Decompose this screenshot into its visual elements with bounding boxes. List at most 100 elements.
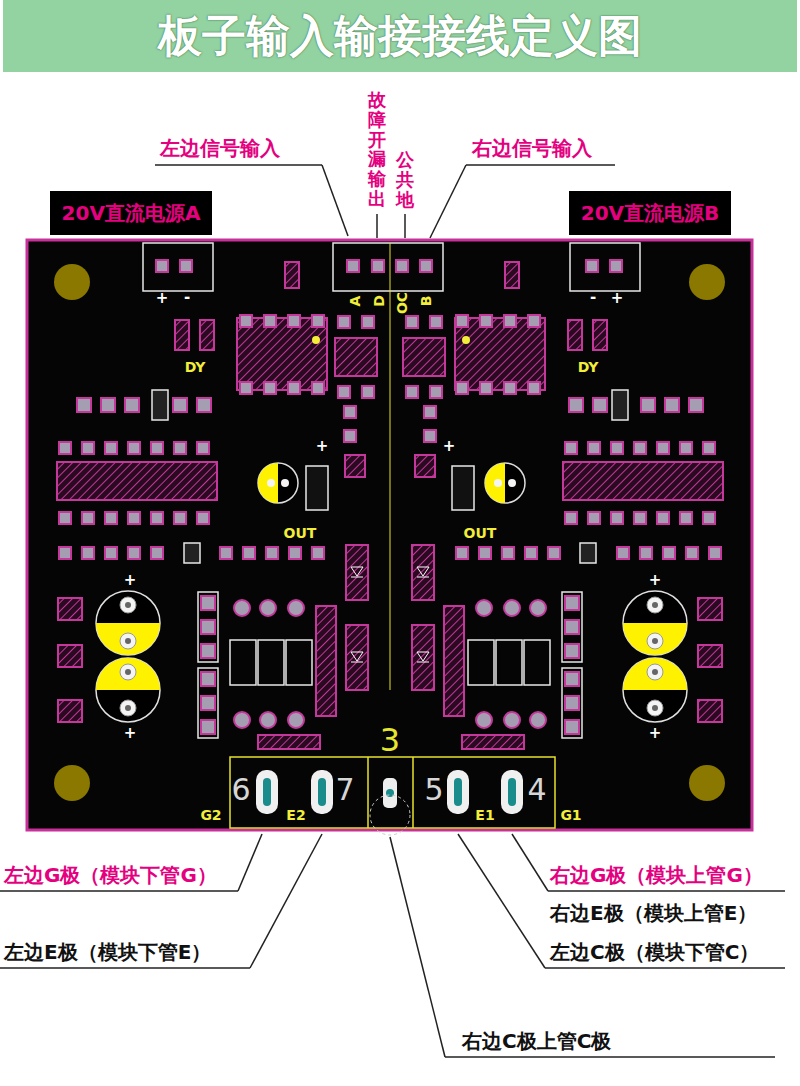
component-outline — [152, 390, 168, 420]
solder-pad — [565, 720, 579, 734]
capacitor-hole — [652, 669, 658, 675]
pcb-board — [27, 240, 752, 830]
diode-symbol — [351, 652, 363, 662]
capacitor-pad — [508, 479, 516, 487]
solder-pad — [424, 430, 436, 442]
round-pad — [530, 600, 546, 616]
pin1-dot — [312, 336, 320, 344]
solder-pad — [156, 260, 168, 272]
component-footprint — [200, 320, 214, 350]
solder-pad — [128, 442, 140, 454]
solder-pad — [641, 398, 655, 412]
solder-pad — [703, 442, 715, 454]
pin-name: E1 — [475, 807, 494, 823]
connector-divider — [412, 757, 414, 828]
solder-pad — [586, 260, 598, 272]
solder-pad — [588, 442, 600, 454]
component-footprint — [593, 320, 607, 350]
solder-pad — [201, 620, 215, 634]
component-outline — [524, 640, 550, 685]
capacitor-outline — [96, 591, 160, 655]
solder-pad — [180, 260, 192, 272]
capacitor-hole — [125, 638, 131, 644]
component-footprint — [346, 625, 368, 690]
capacitor-hole — [652, 638, 658, 644]
leader-underline — [155, 164, 322, 166]
component-outline — [306, 466, 328, 510]
capacitor-hole — [652, 705, 658, 711]
solder-pad — [243, 547, 255, 559]
component-footprint — [415, 455, 435, 477]
solder-pad — [105, 547, 117, 559]
solder-pad — [197, 442, 209, 454]
solder-pad — [424, 406, 436, 418]
solder-pad — [201, 644, 215, 658]
solder-pad — [201, 696, 215, 710]
solder-pad — [266, 547, 278, 559]
component-outline — [184, 543, 200, 563]
component-footprint — [175, 320, 189, 350]
capacitor-pad — [647, 633, 663, 649]
power-label-box: 20V直流电源A — [50, 191, 213, 235]
silkscreen-label: DY — [185, 359, 206, 375]
solder-pad — [312, 547, 324, 559]
callout-text: 左边信号输入 — [160, 137, 280, 160]
solder-pad — [105, 442, 117, 454]
center-divider-line — [390, 243, 391, 690]
solder-pad — [220, 547, 232, 559]
solder-pad — [105, 512, 117, 524]
capacitor-pad — [647, 597, 663, 613]
solder-pad — [82, 547, 94, 559]
title-text: 板子输入输接接线定义图 — [158, 10, 642, 61]
power-label-box: 20V直流电源B — [569, 191, 732, 235]
capacitor-pad — [647, 700, 663, 716]
component-outline — [258, 640, 284, 685]
capacitor-outline — [623, 591, 687, 655]
solder-pad — [430, 316, 442, 328]
leader-line — [404, 214, 406, 238]
solder-pad — [479, 547, 491, 559]
solder-pad — [430, 386, 442, 398]
capacitor-hole — [652, 602, 658, 608]
solder-pad — [288, 382, 300, 394]
capacitor-outline — [485, 463, 525, 503]
leader-underline — [466, 164, 615, 166]
solder-pad — [640, 547, 652, 559]
component-footprint — [698, 645, 722, 667]
leader-line — [250, 834, 322, 968]
component-footprint — [563, 462, 723, 500]
solder-pad — [588, 512, 600, 524]
leader-line — [430, 165, 466, 238]
solder-pad — [59, 512, 71, 524]
component-outline — [570, 243, 640, 291]
solder-pad — [197, 398, 211, 412]
component-outline — [562, 592, 582, 662]
solder-pad — [77, 398, 91, 412]
solder-pad — [82, 512, 94, 524]
capacitor-pad — [647, 664, 663, 680]
component-footprint — [58, 598, 82, 620]
solder-pad — [201, 596, 215, 610]
solder-pad — [338, 386, 350, 398]
solder-pad — [151, 547, 163, 559]
component-footprint — [505, 262, 519, 288]
title-band: 板子输入输接接线定义图 — [3, 0, 797, 72]
pin-number: 7 — [335, 773, 354, 808]
component-outline — [496, 640, 522, 685]
slot-pad — [383, 778, 397, 808]
solder-pad — [689, 398, 703, 412]
callout-text: 右边E极（模块上管E） — [550, 902, 757, 925]
solder-pad — [703, 512, 715, 524]
component-footprint — [237, 318, 327, 390]
solder-pad — [201, 672, 215, 686]
polarity-mark: - — [590, 289, 596, 306]
capacitor-pad — [281, 479, 289, 487]
capacitor-outline — [96, 658, 160, 722]
callout-text: 右边C极上管C极 — [462, 1030, 611, 1053]
solder-pad — [288, 315, 300, 327]
slot-hole — [263, 778, 271, 806]
component-footprint — [412, 625, 434, 690]
leader-underline — [0, 890, 238, 892]
pin-name: OC — [394, 292, 410, 314]
component-footprint — [58, 645, 82, 667]
